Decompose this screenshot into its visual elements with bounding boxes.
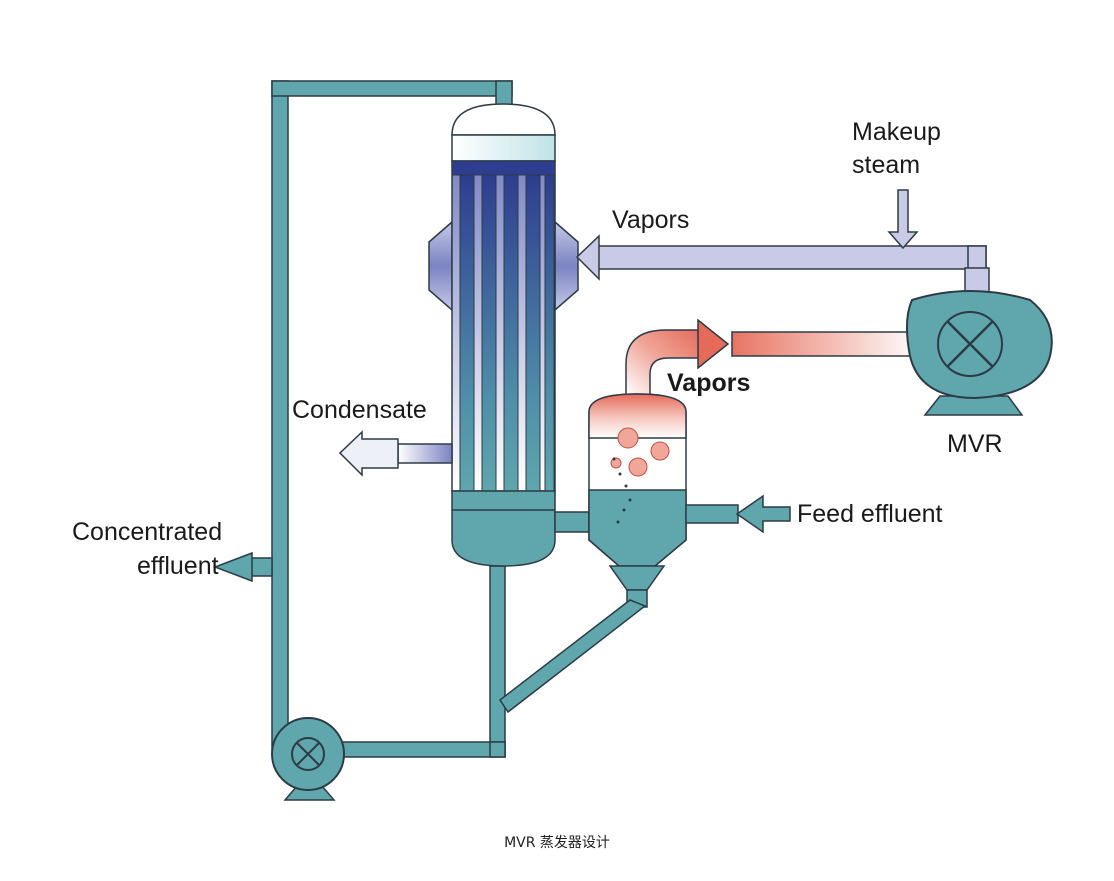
separator-return-pipe <box>498 599 647 714</box>
top-return-pipe <box>271 80 513 97</box>
figure-caption: MVR 蒸发器设计 <box>504 835 610 851</box>
heat-exchanger-tubes <box>459 174 555 492</box>
right-jacket <box>554 220 579 312</box>
vapor-return-line <box>575 234 990 293</box>
vapors-return-label: Vapors <box>612 206 689 234</box>
condensate-label: Condensate <box>292 396 427 424</box>
vapors-hot-label: Vapors <box>667 369 750 397</box>
left-riser-pipe <box>271 80 289 750</box>
hot-vapor-line <box>625 318 923 396</box>
outlet-arrow <box>212 551 253 583</box>
makeup-steam-label-line1: Makeup <box>852 118 941 146</box>
separator-vessel <box>588 393 687 608</box>
recirculation-pump <box>271 717 345 801</box>
feed-arrow <box>735 494 791 534</box>
makeup-steam-label-line2: steam <box>852 151 920 179</box>
concentrated-effluent-label-line2: effluent <box>137 552 219 580</box>
bottom-pump-pipe <box>339 741 506 758</box>
hot-vapor-arrow <box>697 318 730 370</box>
mvr-compressor <box>906 290 1053 416</box>
makeup-steam-arrow <box>887 189 919 250</box>
vapor-droplets <box>612 457 632 524</box>
column-separator-connector <box>554 511 590 533</box>
condensate-arrow <box>338 430 399 477</box>
vapor-return-arrow <box>575 234 600 281</box>
feed-effluent-inlet <box>685 494 791 534</box>
concentrated-effluent-outlet <box>212 551 273 583</box>
left-jacket <box>428 220 453 312</box>
condensate-outlet <box>338 430 453 477</box>
vapor-bubbles <box>610 427 670 477</box>
recirculation-loop <box>271 80 513 758</box>
evaporator-column <box>428 103 579 567</box>
bottom-drop-pipe <box>489 565 506 757</box>
mvr-label: MVR <box>947 430 1003 458</box>
concentrated-effluent-label-line1: Concentrated <box>72 518 222 546</box>
feed-effluent-label: Feed effluent <box>797 500 943 528</box>
